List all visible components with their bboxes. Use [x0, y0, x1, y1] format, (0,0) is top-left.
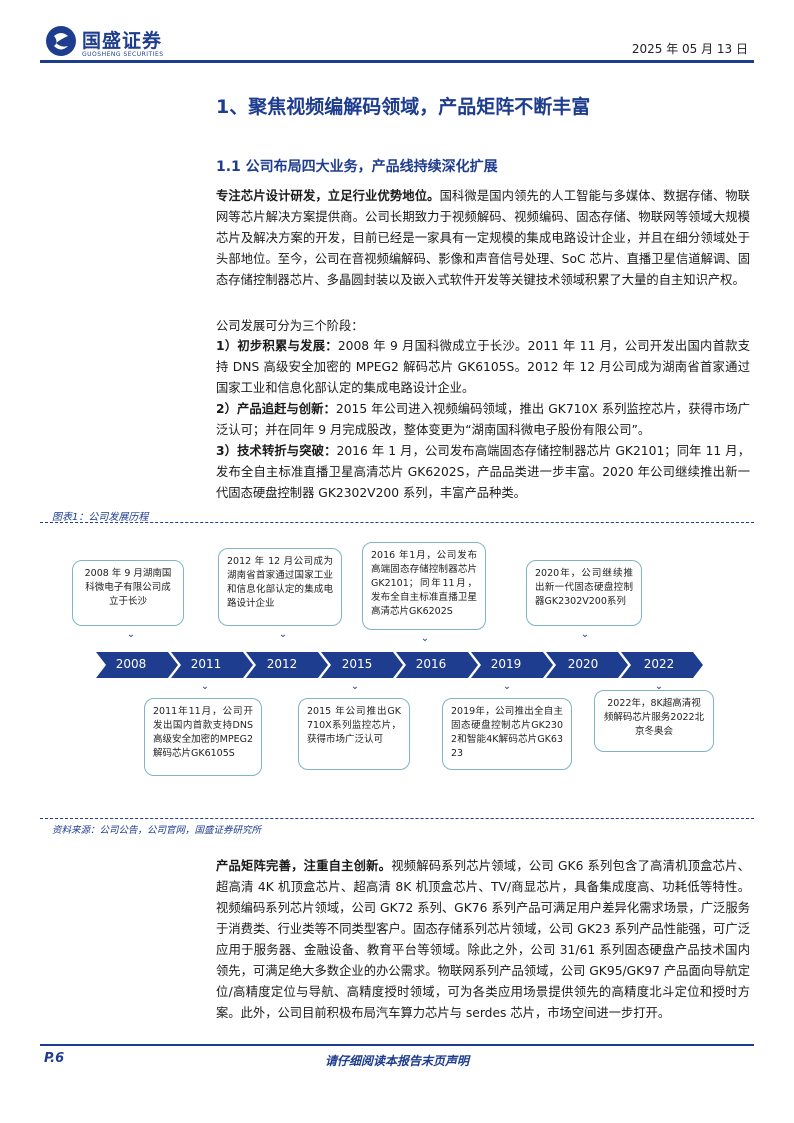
stage-item: 1）初步积累与发展：2008 年 9 月国科微成立于长沙。2011 年 11 月… — [216, 336, 750, 399]
timeline-year: 2016 — [415, 657, 447, 671]
stage-item: 3）技术转折与突破：2016 年 1 月，公司发布高端固态存储控制器芯片 GK2… — [216, 441, 750, 504]
figure-top-rule — [40, 522, 754, 523]
timeline: 2008 年 9 月湖南国科微电子有限公司成立于长沙 2012 年 12 月公司… — [40, 530, 754, 820]
timeline-event-2019: 2019年，公司推出全自主固态硬盘控制芯片GK2302和智能4K解码芯片GK63… — [442, 698, 572, 770]
figure-source: 资料来源：公司公告，公司官网，国盛证券研究所 — [52, 825, 262, 836]
paragraph-lead: 产品矩阵完善，注重自主创新。 — [216, 859, 392, 873]
report-date: 2025 年 05 月 13 日 — [631, 42, 748, 56]
stage-item: 2）产品追赶与创新：2015 年公司进入视频编码领域，推出 GK710X 系列监… — [216, 399, 750, 441]
stage-label: 1）初步积累与发展： — [216, 339, 338, 353]
timeline-arrow-segment — [621, 652, 703, 678]
timeline-arrow-segment — [171, 652, 253, 678]
figure-caption: 图表1：公司发展历程 — [52, 512, 149, 523]
paragraph-lead: 专注芯片设计研发，立足行业优势地位。 — [216, 189, 440, 203]
timeline-year: 2022 — [643, 657, 675, 671]
chevron-down-icon: ⌄ — [278, 629, 288, 640]
timeline-event-2022: 2022年，8K超高清视频解码芯片服务2022北京冬奥会 — [594, 690, 714, 752]
brand-name: 国盛证券 — [82, 30, 163, 52]
timeline-arrow-segment — [96, 652, 178, 678]
timeline-arrow-segment — [546, 652, 628, 678]
paragraph-body: 国科微是国内领先的人工智能与多媒体、数据存储、物联网等芯片解决方案提供商。公司长… — [216, 189, 750, 287]
header-divider — [40, 60, 754, 63]
section-title: 1、聚焦视频编解码领域，产品矩阵不断丰富 — [216, 96, 591, 118]
timeline-year: 2019 — [490, 657, 522, 671]
chevron-down-icon: ⌄ — [420, 633, 430, 644]
brand-name-en: GUOSHENG SECURITIES — [82, 51, 164, 58]
timeline-event-2020: 2020年，公司继续推出新一代固态硬盘控制器GK2302V200系列 — [526, 560, 642, 626]
chevron-down-icon: ⌄ — [654, 681, 664, 692]
subsection-title: 1.1 公司布局四大业务，产品线持续深化扩展 — [216, 159, 498, 175]
paragraph-company-overview: 专注芯片设计研发，立足行业优势地位。国科微是国内领先的人工智能与多媒体、数据存储… — [216, 186, 750, 291]
timeline-arrow-segment — [246, 652, 328, 678]
timeline-event-2011: 2011年11月，公司开发出国内首款支持DNS高级安全加密的MPEG2解码芯片G… — [144, 698, 262, 776]
footer-divider — [40, 1044, 754, 1046]
footer-disclaimer: 请仔细阅读本报告末页声明 — [324, 1054, 469, 1068]
timeline-year: 2008 — [115, 657, 147, 671]
timeline-year: 2020 — [567, 657, 599, 671]
chevron-down-icon: ⌄ — [350, 681, 360, 692]
company-logo: 国盛证券 GUOSHENG SECURITIES — [44, 24, 194, 60]
logo-mark-icon — [46, 26, 76, 56]
stage-text: 2016 年 1 月，公司发布高端固态存储控制器芯片 GK2101；同年 11 … — [216, 444, 750, 500]
timeline-event-2012: 2012 年 12 月公司成为湖南省首家通过国家工业和信息化部认定的集成电路设计… — [218, 548, 342, 626]
stage-intro: 公司发展可分为三个阶段： — [216, 319, 364, 333]
timeline-year: 2012 — [266, 657, 298, 671]
timeline-event-2008: 2008 年 9 月湖南国科微电子有限公司成立于长沙 — [72, 560, 184, 626]
timeline-year: 2011 — [190, 657, 222, 671]
timeline-arrow-band — [96, 652, 703, 678]
stage-label: 2）产品追赶与创新： — [216, 402, 336, 416]
stage-list: 1）初步积累与发展：2008 年 9 月国科微成立于长沙。2011 年 11 月… — [216, 336, 750, 504]
stage-text: 2008 年 9 月国科微成立于长沙。2011 年 11 月，公司开发出国内首款… — [216, 339, 750, 395]
timeline-arrow-segment — [321, 652, 403, 678]
timeline-arrow-segment — [396, 652, 478, 678]
timeline-event-2016: 2016 年1月，公司发布高端固态存储控制器芯片GK2101；同年11月，发布全… — [362, 542, 486, 630]
chevron-down-icon: ⌄ — [126, 629, 136, 640]
timeline-event-2015: 2015 年公司推出GK710X系列监控芯片，获得市场广泛认可 — [298, 698, 410, 770]
stage-text: 2015 年公司进入视频编码领域，推出 GK710X 系列监控芯片，获得市场广泛… — [216, 402, 751, 437]
chevron-down-icon: ⌄ — [200, 681, 210, 692]
page-number: P.6 — [44, 1051, 65, 1066]
paragraph-body: 视频解码系列芯片领域，公司 GK6 系列包含了高清机顶盒芯片、超高清 4K 机顶… — [216, 859, 750, 1020]
chevron-down-icon: ⌄ — [502, 681, 512, 692]
paragraph-product-matrix: 产品矩阵完善，注重自主创新。视频解码系列芯片领域，公司 GK6 系列包含了高清机… — [216, 856, 750, 1024]
timeline-year: 2015 — [341, 657, 373, 671]
figure-bottom-rule — [40, 818, 754, 819]
chevron-down-icon: ⌄ — [580, 629, 590, 640]
stage-label: 3）技术转折与突破： — [216, 444, 337, 458]
timeline-arrow-segment — [471, 652, 553, 678]
